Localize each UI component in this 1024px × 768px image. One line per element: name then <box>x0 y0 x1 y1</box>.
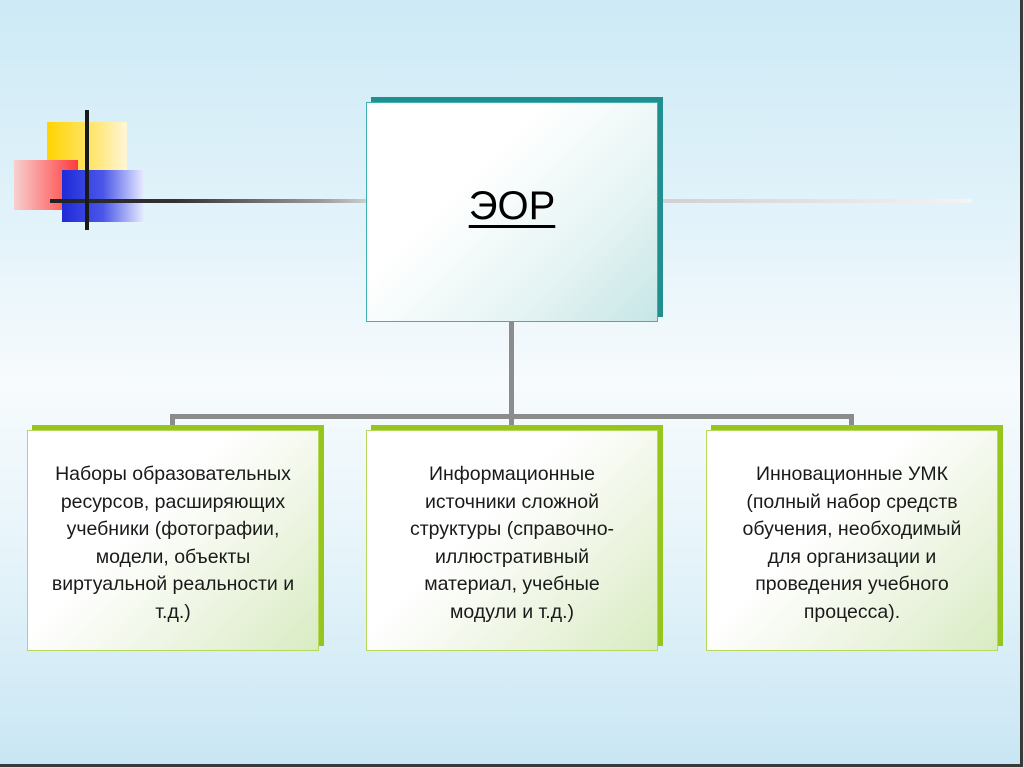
child-node-2-text: Информационные источники сложной структу… <box>409 463 615 623</box>
child-node-1: Наборы образовательных ресурсов, расширя… <box>27 430 319 651</box>
root-node-label: ЭОР <box>468 183 556 228</box>
decor-horizontal-line-left <box>50 199 368 203</box>
child-node-2: Информационные источники сложной структу… <box>366 430 658 651</box>
connector-stem <box>509 320 514 416</box>
decor-blue-square <box>62 170 144 222</box>
child-node-3-text: Инновационные УМК (полный набор средств … <box>742 463 962 623</box>
decor-vertical-line <box>85 110 89 230</box>
connector-drop-2 <box>509 414 514 430</box>
decor-horizontal-line-right <box>660 199 972 203</box>
connector-drop-3 <box>849 414 854 430</box>
connector-drop-1 <box>170 414 175 430</box>
child-node-1-text: Наборы образовательных ресурсов, расширя… <box>51 463 295 623</box>
root-node: ЭОР <box>366 102 658 322</box>
child-node-3: Инновационные УМК (полный набор средств … <box>706 430 998 651</box>
